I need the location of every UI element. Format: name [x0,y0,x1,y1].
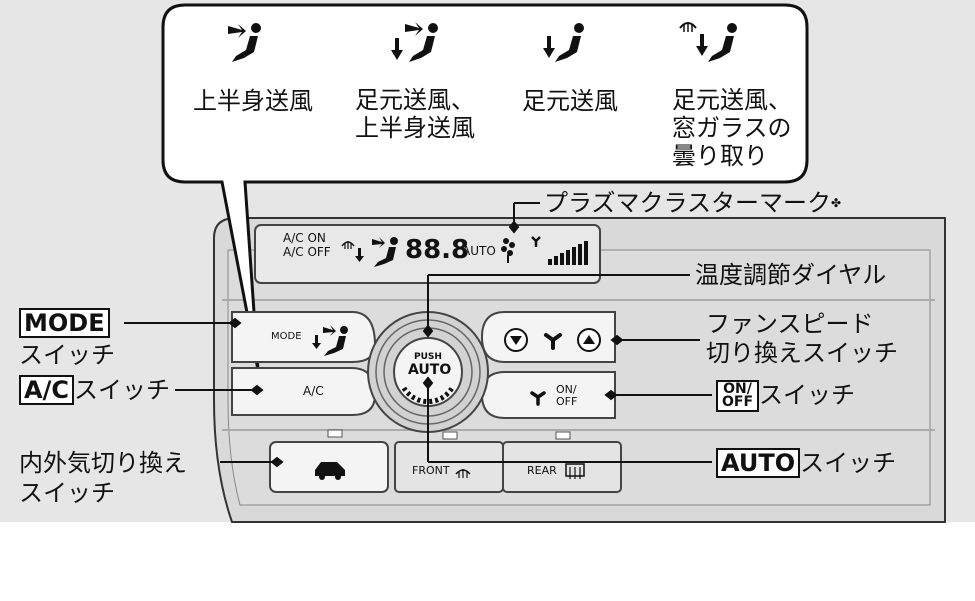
mode-label-upper-body: 上半身送風 [193,87,313,115]
lcd-plasma-icon [501,238,515,263]
floor-defrost-vent-icon [679,22,737,62]
temperature-dial-label: 温度調節ダイヤル [695,261,887,289]
fan-onoff-button[interactable] [480,371,616,419]
mode-switch-label-line1: MODE [19,308,110,338]
front-defrost-icon [455,469,471,478]
rear-defrost-icon [565,463,585,479]
mode-label-bi-level: 足元送風、 上半身送風 [355,86,475,142]
triangle-down-icon [510,336,522,345]
fan-speed-label-line2: 切り換えスイッチ [706,339,898,367]
lcd-auto: AUTO [462,244,496,258]
lcd-fan-level-icon [531,236,588,265]
plasma-cluster-callout: プラズマクラスターマーク✤ [544,188,841,218]
auto-switch-box: AUTO [716,448,801,478]
ac-switch-box: A/C [19,375,74,405]
onoff-off-label: OFF [556,395,578,408]
triangle-up-icon [583,335,595,344]
plasma-cluster-label: プラズマクラスターマーク [544,189,832,217]
center-push-label: PUSH [414,352,442,362]
fan-speed-fan-icon [544,333,562,350]
mode-switch-label-line2: スイッチ [19,341,115,369]
plasma-footnote-mark: ✤ [831,196,842,210]
recirc-switch-label-line2: スイッチ [19,479,115,507]
bi-level-vent-icon [391,22,438,62]
onoff-on-label: ON/ [556,383,577,396]
fan-onoff-fan-icon [530,391,546,406]
lcd-ac-off: A/C OFF [283,245,331,259]
mode-button[interactable] [231,311,377,363]
lcd-ac-on: A/C ON [283,231,326,245]
mode-button-vent-icon [312,325,348,356]
upper-body-vent-icon [228,23,261,62]
mode-label-floor: 足元送風 [522,87,618,115]
fan-onoff-switch-box: ON/ OFF [716,380,760,412]
lcd-vent-mode-icon [372,237,398,267]
fan-speed-label-line1: ファンスピード [706,310,874,338]
recirculation-car-icon [315,462,345,480]
mode-callout-bubble [161,3,809,371]
fan-onoff-switch-suffix: スイッチ [759,381,856,409]
lcd-defrost-icon [341,241,364,262]
recirc-switch-label-line1: 内外気切り換え [19,449,187,477]
ac-switch-suffix: スイッチ [73,376,170,404]
mode-switch-box: MODE [19,308,110,338]
front-defrost-label: FRONT [412,464,450,477]
mode-label-floor-defrost: 足元送風、 窓ガラスの 曇り取り [672,86,792,170]
rear-defrost-label: REAR [527,464,557,477]
auto-indicator-arc [401,386,455,405]
floor-vent-icon [543,23,584,62]
auto-switch-suffix: スイッチ [800,449,897,477]
lcd-temperature: 88.8 [405,235,470,265]
mode-button-label: MODE [271,331,302,342]
leader-lines [124,202,712,468]
rear-defrost-button[interactable] [502,441,622,493]
center-auto-label: AUTO [408,362,452,378]
ac-button-label: A/C [303,384,324,398]
